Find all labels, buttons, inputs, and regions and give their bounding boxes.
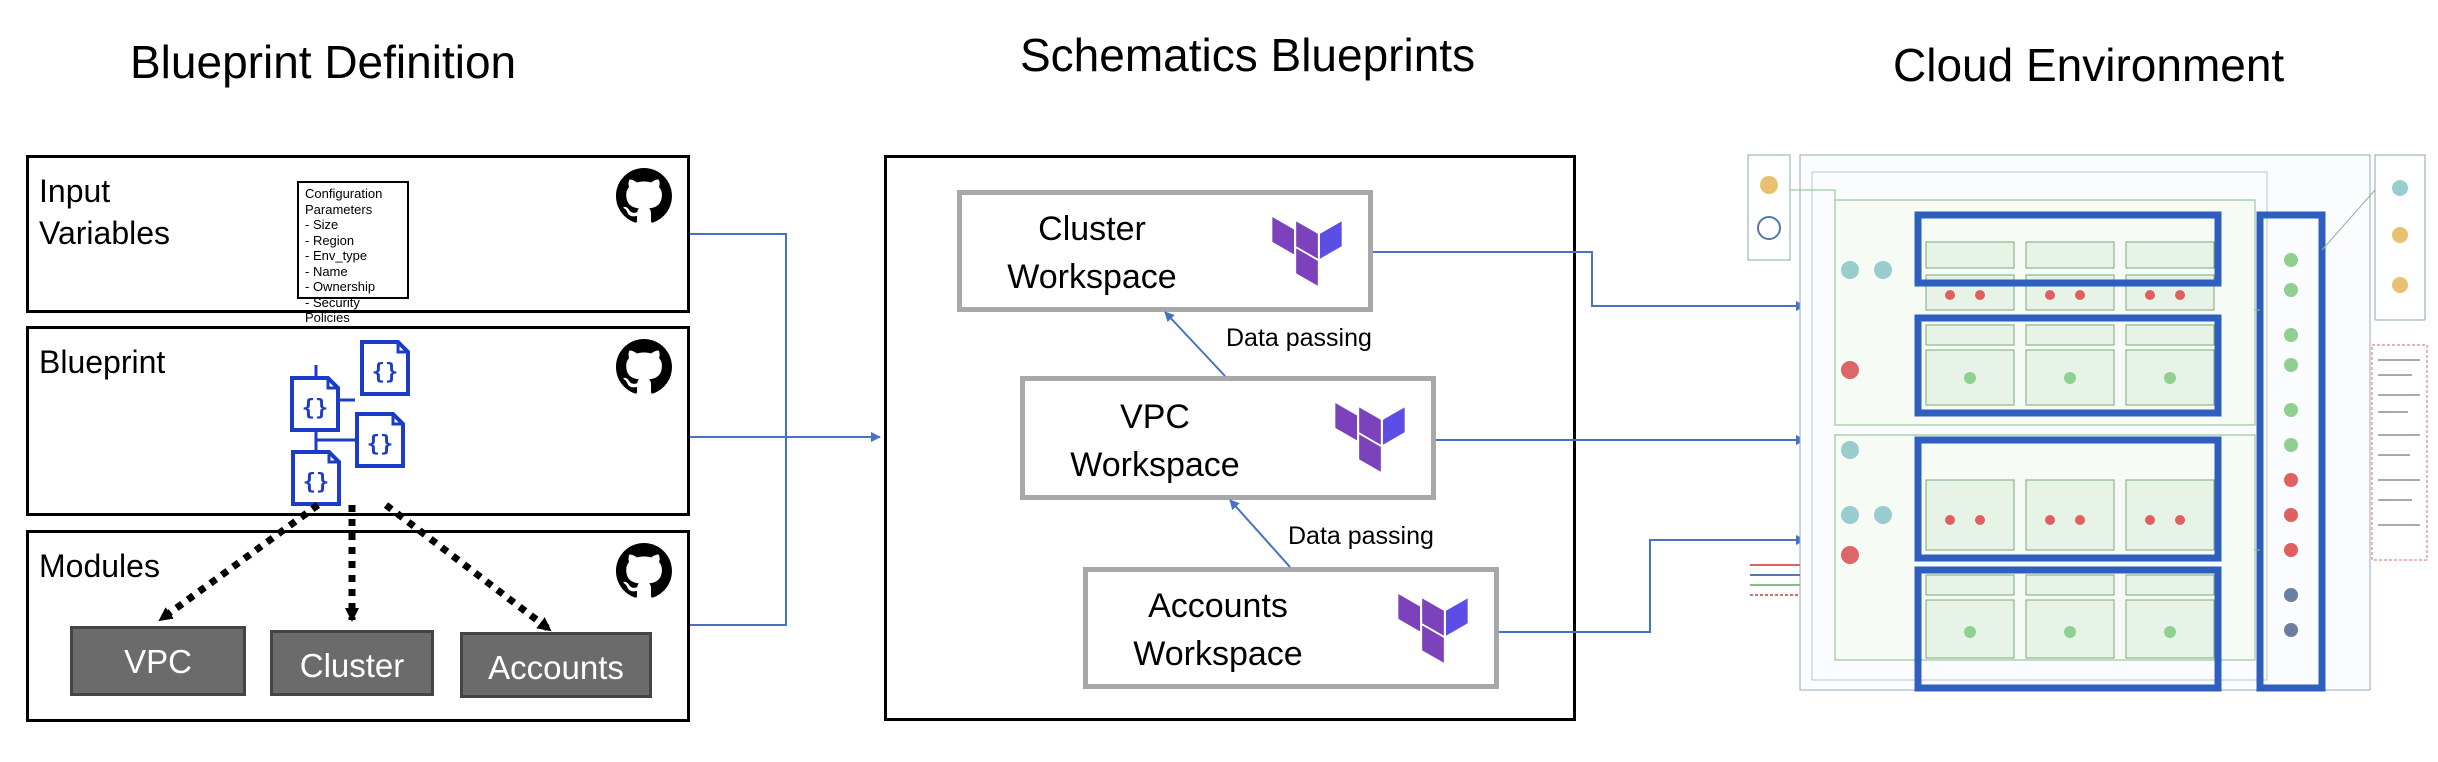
module-vpc: VPC [70,626,246,696]
terraform-icon [1272,217,1342,286]
config-line: - Security Policies [305,294,360,326]
input-label-line2: Variables [39,215,171,251]
modules-label: Modules [39,548,160,584]
config-line: - Name [305,263,348,279]
ws-line2: Workspace [1070,446,1240,484]
terraform-icon [1335,403,1405,472]
ws-line1: Accounts [1148,587,1288,625]
ws-line1: Cluster [1038,210,1146,248]
module-accounts: Accounts [460,632,652,698]
accounts-workspace-label: Accounts Workspace [1108,582,1328,678]
ws-line2: Workspace [1007,258,1177,296]
ws-line1: VPC [1120,398,1190,436]
input-label-line1: Input [39,173,111,209]
config-line: - Ownership [305,279,376,294]
title-blueprint-definition: Blueprint Definition [130,36,517,88]
input-variables-label: Input Variables [39,170,170,254]
vpc-workspace-label: VPC Workspace [1055,393,1255,489]
vpc-workspace: VPC Workspace [1020,376,1436,500]
config-line: - Size [305,217,339,232]
config-line: Configuration [305,186,383,201]
cluster-workspace-label: Cluster Workspace [992,205,1192,301]
accounts-workspace: Accounts Workspace [1083,567,1499,689]
cloud-architecture-diagram [1747,154,2428,692]
module-cluster: Cluster [270,630,434,696]
github-icon [616,339,672,394]
cluster-workspace: Cluster Workspace [957,190,1373,312]
config-line: - Env_type [305,248,368,263]
github-icon [616,543,672,598]
title-schematics-blueprints: Schematics Blueprints [1020,29,1476,81]
blueprint-label: Blueprint [39,344,166,380]
terraform-icon [1398,594,1468,663]
ws-line2: Workspace [1133,635,1303,673]
config-line: - Region [305,232,355,248]
blueprint-box: Blueprint [26,326,690,516]
config-line: Parameters [305,201,373,217]
github-icon [616,168,672,223]
data-passing-label-top: Data passing [1226,324,1372,352]
data-passing-label-bottom: Data passing [1288,522,1434,550]
title-cloud-environment: Cloud Environment [1893,39,2285,91]
